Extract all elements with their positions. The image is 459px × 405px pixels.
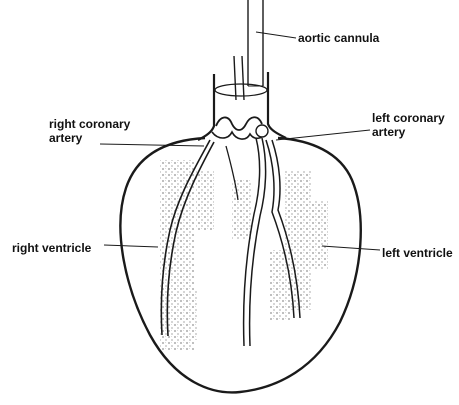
aortic-root	[212, 117, 268, 139]
leader-aortic-cannula	[256, 32, 296, 38]
left-coronary-artery-label: left coronary artery	[372, 111, 445, 139]
leader-left-ventricle	[322, 246, 380, 250]
left-coronary-artery-label-line-1: left coronary	[372, 111, 445, 125]
leader-left-coronary-artery	[276, 130, 370, 140]
leader-right-ventricle	[104, 245, 158, 247]
left-ventricle-label: left ventricle	[382, 246, 453, 260]
left-coronary-ostium	[256, 125, 268, 137]
right-coronary-artery-label: right coronary artery	[49, 117, 130, 145]
aortic-cannula	[248, 0, 263, 86]
right-coronary-artery-label-line-2: artery	[49, 131, 130, 145]
left-coronary-artery-label-line-2: artery	[372, 125, 445, 139]
aorta	[198, 56, 286, 140]
right-ventricle-label: right ventricle	[12, 241, 91, 255]
right-coronary-artery-label-line-1: right coronary	[49, 117, 130, 131]
aortic-cannula-label: aortic cannula	[298, 31, 379, 45]
